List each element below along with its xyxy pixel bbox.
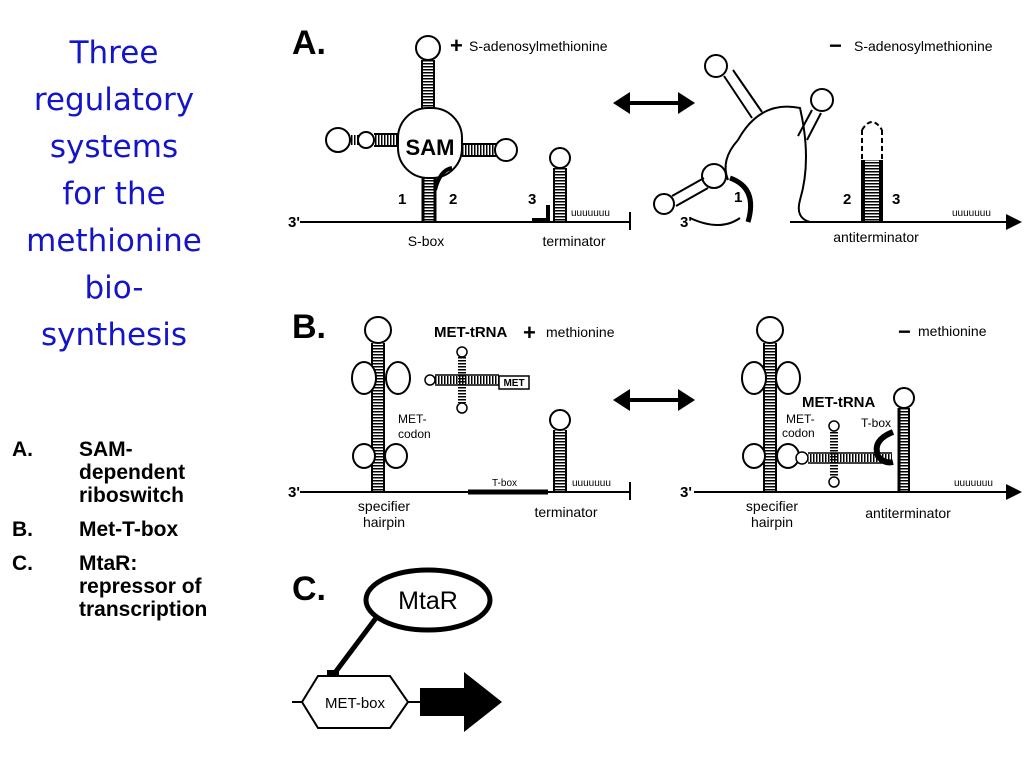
region-1: 1 bbox=[398, 191, 406, 208]
panel-b-letter: B. bbox=[292, 308, 326, 346]
legend-item-c: C. MtaR: repressor of transcription bbox=[12, 552, 262, 621]
specifier-label-1: specifier bbox=[358, 498, 410, 514]
met-box-tag: MET bbox=[503, 378, 524, 389]
legend-line: MtaR: bbox=[79, 552, 138, 575]
legend-item-a: A. SAM- dependent riboswitch bbox=[12, 438, 262, 507]
legend-item-b: B. Met-T-box bbox=[12, 518, 262, 541]
title-line: bio- bbox=[84, 270, 144, 306]
legend-text: MtaR: repressor of transcription bbox=[79, 552, 262, 621]
title-line: systems bbox=[49, 129, 179, 165]
bound-met-trna bbox=[795, 420, 895, 488]
sam-present-label: S-adenosylmethionine bbox=[469, 38, 608, 54]
minus-sign: − bbox=[829, 33, 842, 58]
antiterminator-label: antiterminator bbox=[865, 505, 951, 521]
title-line: Three bbox=[69, 35, 159, 71]
specifier-label-2: hairpin bbox=[363, 514, 405, 530]
poly-u: uuuuuuu bbox=[954, 478, 993, 489]
mtar-repressor bbox=[363, 567, 493, 633]
specifier-label-1: specifier bbox=[746, 498, 798, 514]
antiterminator-label: antiterminator bbox=[833, 229, 919, 245]
metbox-label: MET-box bbox=[325, 695, 386, 712]
tbox-terminator-state: 3' MET- codon specifier hairpin bbox=[288, 316, 631, 530]
terminator-label: terminator bbox=[534, 504, 597, 520]
title-line: synthesis bbox=[41, 317, 187, 353]
gene-arrow bbox=[420, 672, 502, 732]
legend-marker: B. bbox=[12, 518, 33, 541]
legend-line: repressor of bbox=[79, 575, 202, 598]
sbox-label: S-box bbox=[408, 233, 445, 249]
slide-title: Three regulatory systems for the methion… bbox=[8, 30, 220, 359]
region-3: 3 bbox=[528, 191, 536, 208]
legend-line: Met-T-box bbox=[79, 518, 179, 541]
legend-line: dependent bbox=[79, 461, 186, 484]
met-codon-label-1: MET- bbox=[398, 412, 427, 426]
legend-line: transcription bbox=[79, 598, 208, 621]
region-2: 2 bbox=[843, 191, 851, 208]
panel-b: B. MET-tRNA + methionine − methionine 3'… bbox=[288, 308, 1022, 530]
met-trna-label: MET-tRNA bbox=[434, 324, 507, 341]
three-prime-end: 3' bbox=[680, 214, 692, 231]
poly-u: uuuuuuu bbox=[571, 208, 610, 219]
poly-u: uuuuuuu bbox=[952, 208, 991, 219]
regulation-diagram: A. + S-adenosylmethionine − S-adenosylme… bbox=[288, 24, 1022, 732]
legend-text: Met-T-box bbox=[79, 518, 262, 541]
three-prime-end: 3' bbox=[288, 214, 300, 231]
met-codon-label-1: MET- bbox=[786, 412, 815, 426]
repressor-binding-line bbox=[332, 616, 378, 676]
sam-core-label: SAM bbox=[406, 135, 455, 160]
terminator-label: terminator bbox=[542, 233, 605, 249]
three-prime-end: 3' bbox=[288, 484, 300, 501]
plus-sign: + bbox=[450, 33, 463, 58]
panel-a: A. + S-adenosylmethionine − S-adenosylme… bbox=[288, 24, 1022, 249]
specifier-label-2: hairpin bbox=[751, 514, 793, 530]
met-trna: MET bbox=[424, 346, 530, 414]
three-prime-end: 3' bbox=[680, 484, 692, 501]
met-box-element bbox=[300, 675, 410, 729]
panel-c: C. MtaR MET-box bbox=[292, 567, 502, 732]
legend-line: riboswitch bbox=[79, 484, 185, 507]
panel-c-letter: C. bbox=[292, 570, 326, 608]
poly-u: uuuuuuu bbox=[572, 478, 611, 489]
tbox-label: T-box bbox=[492, 478, 517, 489]
legend-marker: C. bbox=[12, 552, 33, 575]
region-1: 1 bbox=[734, 189, 742, 206]
panel-a-letter: A. bbox=[292, 24, 326, 62]
met-codon-label-2: codon bbox=[398, 427, 431, 441]
met-codon-label-2: codon bbox=[782, 426, 815, 440]
mtar-label: MtaR bbox=[398, 587, 458, 615]
legend-line: SAM- bbox=[79, 438, 133, 461]
equilibrium-arrow-b bbox=[613, 389, 695, 411]
antiterminator-riboswitch: 3' 1 bbox=[653, 54, 1022, 245]
sam-absent-label: S-adenosylmethionine bbox=[854, 38, 993, 54]
title-line: regulatory bbox=[33, 82, 195, 118]
minus-sign: − bbox=[898, 319, 911, 344]
met-trna-label: MET-tRNA bbox=[802, 394, 875, 411]
methionine-absent-label: methionine bbox=[918, 323, 987, 339]
sam-bound-riboswitch: 3' SAM 1 2 bbox=[288, 35, 631, 249]
title-line: methionine bbox=[26, 223, 202, 259]
region-2: 2 bbox=[449, 191, 457, 208]
region-3: 3 bbox=[892, 191, 900, 208]
plus-sign: + bbox=[523, 320, 536, 345]
legend-list: A. SAM- dependent riboswitch B. Met-T-bo… bbox=[12, 438, 262, 632]
equilibrium-arrow-a bbox=[613, 92, 695, 114]
title-line: for the bbox=[62, 176, 166, 212]
tbox-antiterminator-state: 3' MET-tRNA MET- codon T-box bbox=[680, 316, 1022, 530]
methionine-present-label: methionine bbox=[546, 324, 615, 340]
tbox-label: T-box bbox=[861, 416, 891, 430]
legend-marker: A. bbox=[12, 438, 33, 461]
legend-text: SAM- dependent riboswitch bbox=[79, 438, 262, 507]
